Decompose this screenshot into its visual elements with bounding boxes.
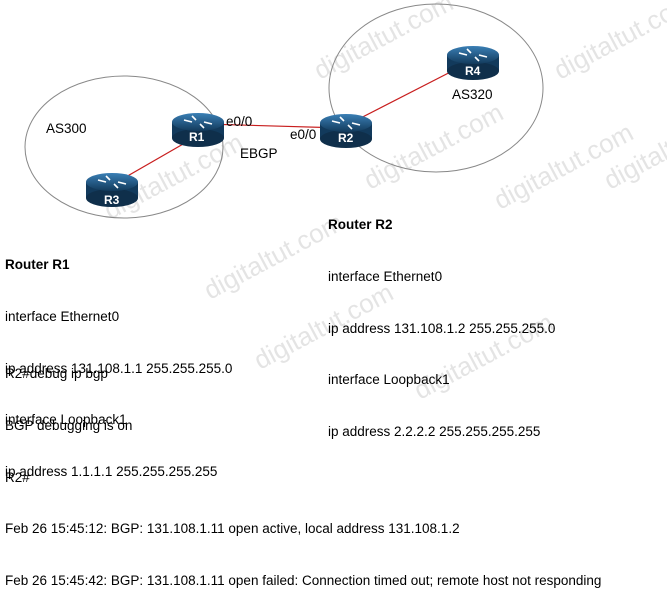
router-label-r4: R4 [465,64,481,78]
router-r1-title: Router R1 [5,257,70,273]
router-label-r1: R1 [189,130,205,144]
as320-label: AS320 [452,87,493,102]
ebgp-label: EBGP [240,146,278,161]
router-r3[interactable]: R3 [86,173,138,207]
config-line: ip address 131.108.1.1 255.255.255.0 [5,360,233,376]
console-line: R2# [5,469,30,485]
router-r2[interactable]: R2 [320,114,372,148]
config-line: interface Loopback1 [5,412,127,428]
config-line: ip address 131.108.1.2 255.255.255.0 [328,320,556,336]
router-r2-title: Router R2 [328,217,393,233]
config-line: interface Loopback1 [328,372,450,388]
console-line: Feb 26 15:45:12: BGP: 131.108.1.11 open … [5,521,460,537]
r1-interface-label: e0/0 [226,114,252,129]
console-output: R2#debug ip bgp BGP debugging is on R2# … [5,331,601,606]
router-r1[interactable]: R1 [172,113,224,147]
console-line: Feb 26 15:45:42: BGP: 131.108.1.11 open … [5,572,602,588]
config-line: interface Ethernet0 [5,309,120,325]
as300-label: AS300 [46,121,87,136]
as320-circle [328,3,544,173]
r2-interface-label: e0/0 [290,127,316,142]
router-label-r2: R2 [338,131,354,145]
watermark: digitaltut.com [359,97,508,195]
console-line: R2#debug ip bgp [5,366,108,382]
router-r4[interactable]: R4 [447,46,499,80]
router-label-r3: R3 [104,193,120,207]
network-diagram: digitaltut.com digitaltut.com digitaltut… [24,0,667,405]
watermark: digitaltut.com [549,0,667,85]
config-line: interface Ethernet0 [328,269,443,285]
as300-circle [24,75,224,219]
